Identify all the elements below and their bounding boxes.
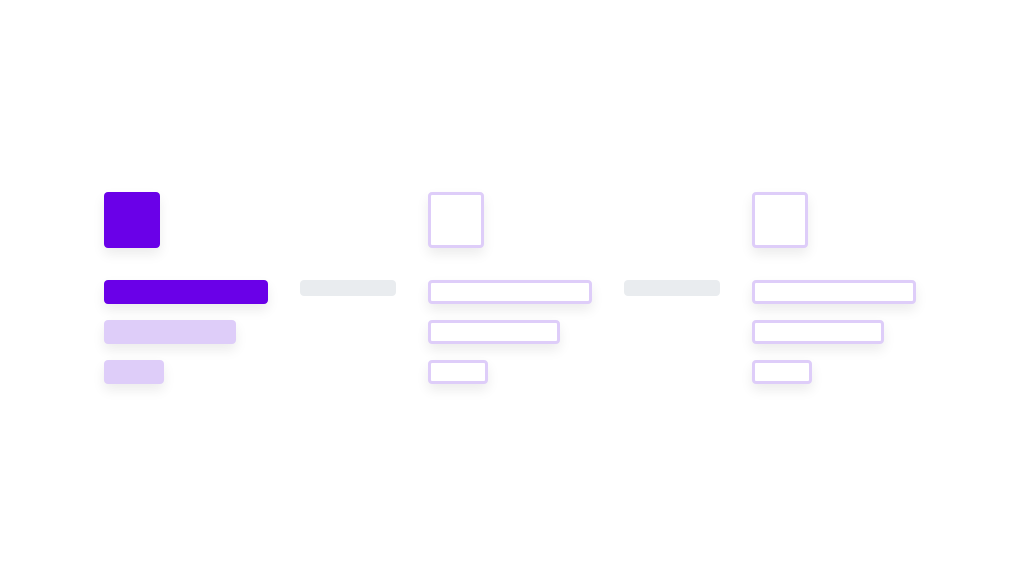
group-3-bar-short (752, 360, 812, 384)
group-3-bar-medium (752, 320, 884, 344)
group-1-bar-short (104, 360, 164, 384)
connector-2 (624, 280, 720, 296)
group-2-bar-long (428, 280, 592, 304)
group-2-square-icon (428, 192, 484, 248)
group-1-square-icon (104, 192, 160, 248)
group-2-bar-short (428, 360, 488, 384)
connector-1 (300, 280, 396, 296)
group-1-bar-medium (104, 320, 236, 344)
group-3-bar-long (752, 280, 916, 304)
group-1-bar-long (104, 280, 268, 304)
group-3-square-icon (752, 192, 808, 248)
group-2-bar-medium (428, 320, 560, 344)
